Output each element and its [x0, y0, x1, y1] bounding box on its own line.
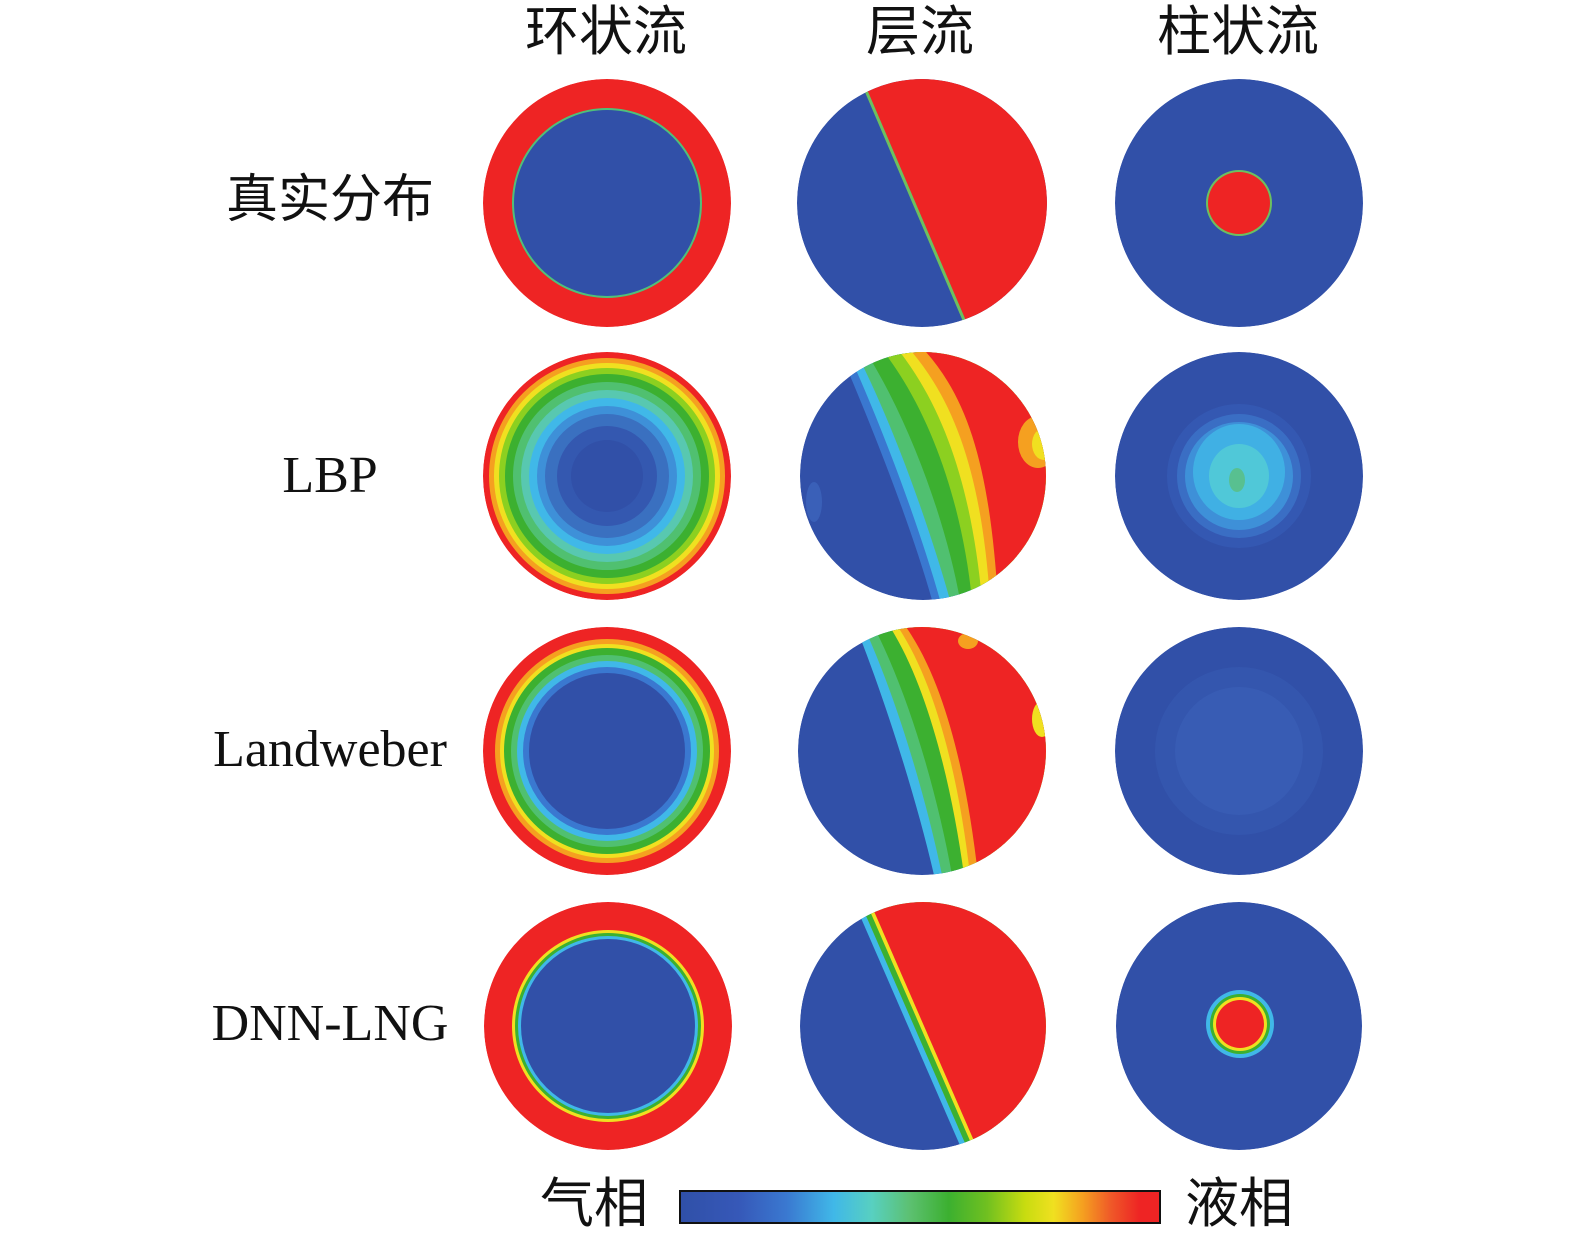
disc-lbp-core: [1115, 352, 1363, 600]
row-label-dnn-lng: DNN-LNG: [211, 995, 449, 1052]
column-title-core: 柱状流: [1157, 0, 1319, 63]
row-label-landweber: Landweber: [213, 721, 447, 778]
colorbar: [679, 1190, 1161, 1224]
disc-truth-core: [1115, 79, 1363, 327]
disc-dnn-core: [1116, 902, 1362, 1150]
legend-liquid-label: 液相: [1185, 1172, 1293, 1235]
disc-truth-annular: [483, 79, 731, 327]
disc-lbp-stratified: [800, 352, 1046, 600]
disc-landweber-stratified: [798, 627, 1046, 875]
column-title-annular: 环状流: [525, 0, 687, 63]
legend-gas-label: 气相: [540, 1172, 648, 1235]
disc-truth-stratified: [797, 79, 1047, 327]
disc-dnn-annular: [484, 902, 732, 1150]
disc-dnn-stratified: [800, 902, 1046, 1150]
column-title-stratified: 层流: [866, 0, 974, 63]
row-label-lbp: LBP: [282, 447, 378, 504]
disc-landweber-annular: [483, 627, 731, 875]
row-label-ground-truth: 真实分布: [225, 170, 434, 230]
disc-lbp-annular: [483, 352, 731, 600]
disc-landweber-core: [1115, 627, 1363, 875]
